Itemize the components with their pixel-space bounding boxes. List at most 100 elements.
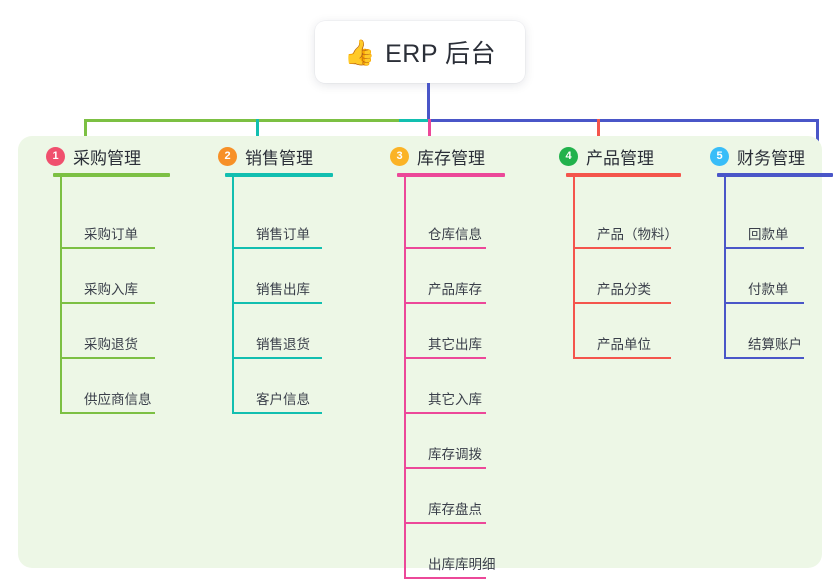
branch-title-label: 库存管理: [417, 149, 485, 168]
branch-leaf-item[interactable]: 采购入库: [60, 249, 155, 304]
branch-leaf-item[interactable]: 采购订单: [60, 194, 155, 249]
branch-header-1[interactable]: 1 采购管理: [46, 144, 141, 169]
branch-leaf-underline: [232, 247, 322, 249]
branch-leaf-underline: [724, 247, 804, 249]
branch-leaf-item[interactable]: 库存调拨: [404, 414, 486, 469]
branch-leaf-label: 销售出库: [256, 282, 310, 297]
branch-leaf-item[interactable]: 出库库明细: [404, 524, 496, 579]
branch-number-badge: 2: [218, 147, 237, 166]
branch-leaf-label: 产品（物料）: [597, 227, 678, 242]
branch-leaf-underline: [724, 302, 804, 304]
branch-leaf-underline: [724, 357, 804, 359]
branches-panel: 1 采购管理采购订单采购入库采购退货供应商信息 2 销售管理销售订单销售出库销售退货客…: [18, 136, 833, 579]
branch-leaf-item[interactable]: 产品分类: [573, 249, 671, 304]
branch-spine: [724, 177, 726, 359]
branch-header-underline: [225, 173, 333, 177]
branch-leaf-label: 仓库信息: [428, 227, 482, 242]
branch-leaf-item[interactable]: 其它出库: [404, 304, 486, 359]
branch-leaf-label: 回款单: [748, 227, 789, 242]
branch-title-label: 产品管理: [586, 149, 654, 168]
branch-leaf-item[interactable]: 产品（物料）: [573, 194, 678, 249]
branch-leaf-item[interactable]: 付款单: [724, 249, 804, 304]
branch-header-underline: [717, 173, 833, 177]
branch-header-2[interactable]: 2 销售管理: [218, 144, 313, 169]
branch-header-underline: [566, 173, 681, 177]
branch-leaf-underline: [573, 302, 671, 304]
branch-leaf-item[interactable]: 回款单: [724, 194, 804, 249]
branch-leaf-label: 产品单位: [597, 337, 651, 352]
branch-leaf-underline: [60, 247, 155, 249]
branch-leaf-label: 客户信息: [256, 392, 310, 407]
thumbs-up-icon: 👍: [343, 37, 376, 67]
branch-spine: [404, 177, 406, 579]
branch-stub-4: [597, 119, 600, 152]
branch-spine: [573, 177, 575, 359]
branch-stub-5: [816, 119, 819, 152]
branch-number-badge: 5: [710, 147, 729, 166]
branch-leaf-item[interactable]: 产品库存: [404, 249, 486, 304]
branch-stub-2: [256, 119, 259, 152]
branch-leaf-item[interactable]: 销售出库: [232, 249, 322, 304]
branch-leaf-underline: [404, 577, 486, 579]
branch-leaf-label: 采购退货: [84, 337, 138, 352]
branch-leaf-label: 库存调拨: [428, 447, 482, 462]
branch-leaf-underline: [60, 357, 155, 359]
branch-header-3[interactable]: 3 库存管理: [390, 144, 485, 169]
branch-leaf-item[interactable]: 结算账户: [724, 304, 804, 359]
branch-leaf-item[interactable]: 销售订单: [232, 194, 322, 249]
branch-leaf-label: 采购入库: [84, 282, 138, 297]
branch-header-underline: [397, 173, 505, 177]
bus-segment-left: [84, 119, 399, 122]
root-node[interactable]: 👍 ERP 后台: [315, 21, 525, 83]
branch-number-badge: 4: [559, 147, 578, 166]
branch-leaf-label: 产品分类: [597, 282, 651, 297]
branch-number-badge: 1: [46, 147, 65, 166]
branch-leaf-label: 供应商信息: [84, 392, 152, 407]
branch-leaf-underline: [404, 522, 486, 524]
branch-spine: [60, 177, 62, 414]
branch-leaf-label: 结算账户: [748, 337, 802, 352]
branch-leaf-underline: [60, 412, 155, 414]
branch-leaf-underline: [404, 357, 486, 359]
branch-title-label: 采购管理: [73, 149, 141, 168]
branch-leaf-item[interactable]: 库存盘点: [404, 469, 486, 524]
branch-leaf-underline: [573, 357, 671, 359]
root-connector-vertical: [427, 83, 430, 121]
branch-leaf-label: 采购订单: [84, 227, 138, 242]
branch-header-5[interactable]: 5 财务管理: [710, 144, 805, 169]
branch-leaf-underline: [232, 412, 322, 414]
branch-leaf-item[interactable]: 产品单位: [573, 304, 671, 359]
branch-leaf-item[interactable]: 销售退货: [232, 304, 322, 359]
branch-number-badge: 3: [390, 147, 409, 166]
branch-leaf-label: 其它入库: [428, 392, 482, 407]
branch-leaf-item[interactable]: 客户信息: [232, 359, 322, 414]
branch-title-label: 财务管理: [737, 149, 805, 168]
branch-leaf-item[interactable]: 仓库信息: [404, 194, 486, 249]
branch-leaf-label: 产品库存: [428, 282, 482, 297]
branch-leaf-underline: [404, 247, 486, 249]
branch-leaf-underline: [60, 302, 155, 304]
branch-stub-1: [84, 119, 87, 152]
branch-leaf-label: 销售订单: [256, 227, 310, 242]
branch-leaf-underline: [404, 412, 486, 414]
branch-leaf-label: 销售退货: [256, 337, 310, 352]
branch-leaf-item[interactable]: 供应商信息: [60, 359, 155, 414]
branch-header-underline: [53, 173, 170, 177]
branch-leaf-underline: [404, 302, 486, 304]
branch-leaf-underline: [232, 357, 322, 359]
root-node-content: 👍 ERP 后台: [344, 34, 496, 70]
branch-leaf-label: 库存盘点: [428, 502, 482, 517]
branch-header-4[interactable]: 4 产品管理: [559, 144, 654, 169]
branch-leaf-label: 付款单: [748, 282, 789, 297]
branch-leaf-item[interactable]: 其它入库: [404, 359, 486, 414]
bus-segment-right: [428, 119, 819, 122]
bus-segment-center: [399, 119, 428, 122]
branch-leaf-item[interactable]: 采购退货: [60, 304, 155, 359]
branch-leaf-underline: [404, 467, 486, 469]
branch-title-label: 销售管理: [245, 149, 313, 168]
branch-spine: [232, 177, 234, 414]
branch-leaf-label: 其它出库: [428, 337, 482, 352]
branch-leaf-underline: [232, 302, 322, 304]
branch-stub-3: [428, 119, 431, 152]
